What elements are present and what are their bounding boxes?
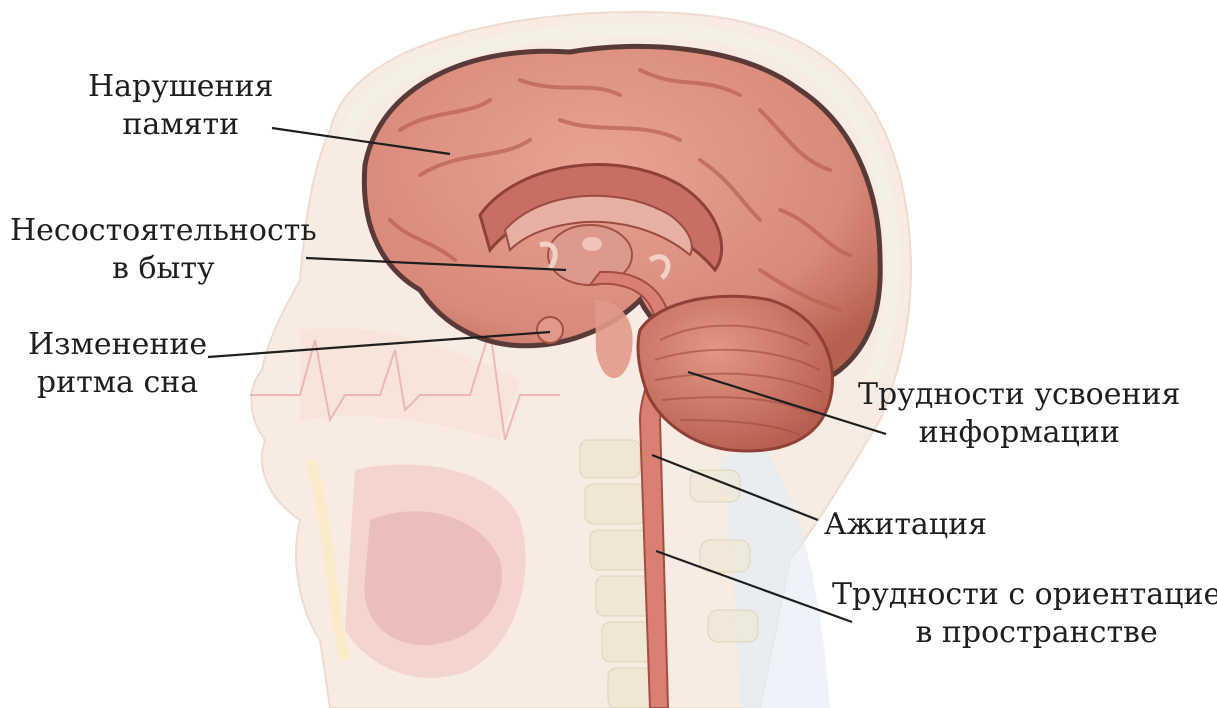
- label-information-difficulty: Трудности усвоения информации: [858, 376, 1180, 452]
- label-orientation-difficulty: Трудности с ориентацией в пространстве: [832, 576, 1217, 652]
- label-sleep-rhythm-change: Изменение ритма сна: [28, 326, 207, 402]
- label-memory-impairment: Нарушения памяти: [88, 68, 273, 144]
- label-agitation: Ажитация: [824, 506, 987, 544]
- label-household-inability: Несостоятельность в быту: [10, 212, 317, 288]
